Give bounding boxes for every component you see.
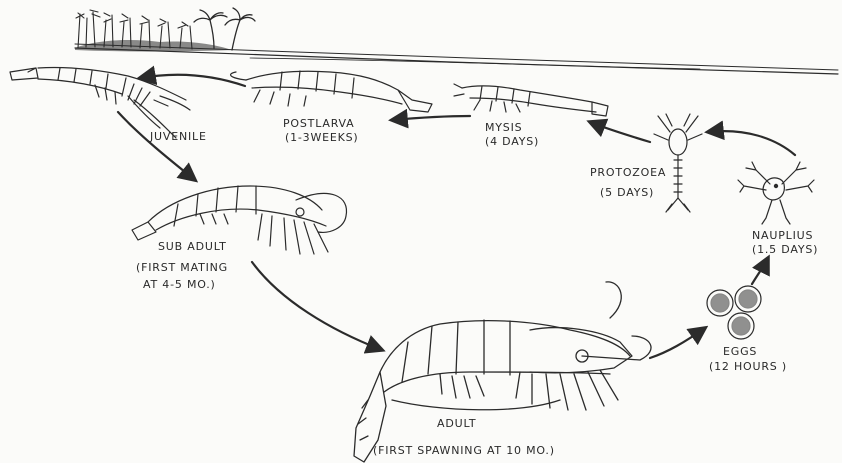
protozoea-duration: (5 DAYS) — [600, 186, 654, 199]
shoreline-illustration — [75, 8, 838, 74]
arrow-eggs-to-nauplius — [752, 258, 768, 284]
mysis-illustration — [454, 84, 608, 116]
arrow-mysis-to-postlarva — [392, 116, 470, 120]
subadult-duration-line2: AT 4-5 MO.) — [143, 278, 216, 291]
mysis-duration: (4 DAYS) — [485, 135, 539, 148]
eggs-duration: (12 HOURS ) — [709, 360, 787, 373]
juvenile-illustration — [10, 67, 190, 138]
eggs-illustration — [707, 286, 761, 339]
arrow-postlarva-to-juvenile — [140, 75, 245, 86]
subadult-duration-line1: (FIRST MATING — [136, 261, 228, 274]
nauplius-illustration — [738, 162, 814, 224]
postlarva-duration: (1-3WEEKS) — [285, 131, 359, 144]
subadult-label: SUB ADULT — [158, 240, 227, 253]
juvenile-label: JUVENILE — [150, 130, 207, 143]
nauplius-label: NAUPLIUS — [752, 229, 813, 242]
postlarva-label: POSTLARVA — [283, 117, 355, 130]
arrow-juvenile-to-subadult — [118, 112, 195, 180]
adult-illustration — [354, 282, 651, 462]
protozoea-illustration — [654, 114, 702, 212]
cycle-arrows — [118, 75, 795, 358]
mysis-label: MYSIS — [485, 121, 522, 134]
adult-label: ADULT — [437, 417, 476, 430]
arrow-adult-to-eggs — [650, 328, 705, 358]
protozoea-label: PROTOZOEA — [590, 166, 666, 179]
arrow-protozoea-to-mysis — [590, 122, 650, 142]
adult-duration: (FIRST SPAWNING AT 10 MO.) — [373, 444, 555, 457]
arrow-nauplius-to-protozoea — [708, 131, 795, 155]
postlarva-illustration — [231, 71, 432, 112]
arrow-subadult-to-adult — [252, 262, 382, 350]
nauplius-duration: (1.5 DAYS) — [752, 243, 818, 256]
eggs-label: EGGS — [723, 345, 757, 358]
